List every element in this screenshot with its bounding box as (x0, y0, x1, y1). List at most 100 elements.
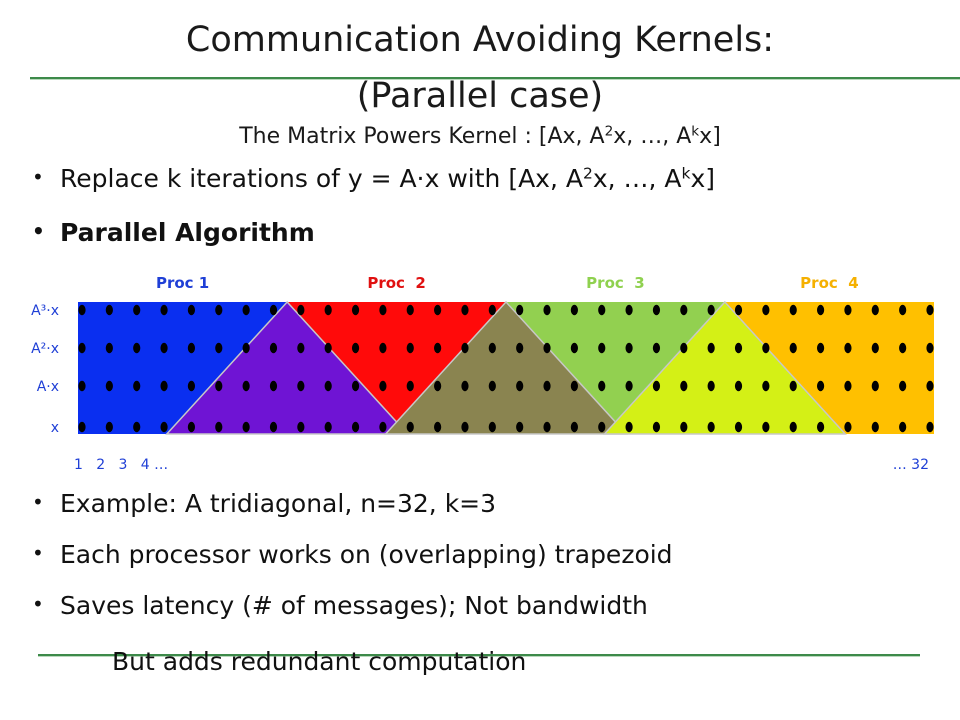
grid-dot (680, 304, 688, 316)
grid-dot (242, 421, 250, 433)
row-label-4: x (51, 420, 59, 436)
grid-dot (215, 342, 223, 354)
grid-dot (133, 304, 141, 316)
bullet-latency: • Saves latency (# of messages); Not band… (32, 591, 648, 620)
grid-dot (543, 342, 551, 354)
title-divider (30, 77, 960, 79)
proc-label-2: Proc 2 (367, 274, 425, 292)
slide-title-line1: Communication Avoiding Kernels: (185, 20, 775, 60)
grid-dot (324, 421, 332, 433)
grid-dot (215, 304, 223, 316)
bullet-text: Saves latency (# of messages); Not bandw… (60, 591, 648, 620)
grid-dot (707, 380, 715, 392)
overlap-triangle-1 (165, 300, 410, 435)
grid-dot (105, 342, 113, 354)
grid-dot (187, 380, 196, 392)
grid-dot (160, 304, 168, 316)
bullet-marker: • (32, 490, 44, 514)
grid-dot (680, 380, 688, 392)
grid-dot (543, 380, 551, 392)
grid-dot (625, 380, 633, 392)
grid-dot (762, 304, 770, 316)
grid-dot (379, 304, 387, 316)
grid-dot (707, 421, 715, 433)
grid-dot (105, 421, 113, 433)
grid-dot (133, 380, 141, 392)
subtitle-mid: x, …, A (613, 124, 692, 149)
bullet-trapezoid: •Each processor works on (overlapping) t… (32, 540, 673, 569)
bullet-text-pre: Replace k iterations of y = A (60, 164, 417, 193)
grid-dot (324, 304, 332, 316)
grid-dot (269, 380, 278, 392)
bullet-exp-2: 2 (582, 164, 593, 183)
bullet-text-mid: x, …, A (592, 164, 682, 193)
proc-label-1: Proc 1 (156, 274, 209, 292)
grid-dot (844, 304, 852, 316)
row-label-3: A·x (37, 379, 59, 395)
grid-dot (789, 421, 797, 433)
grid-dot (461, 380, 469, 392)
grid-dot (78, 380, 86, 392)
grid-dot (242, 380, 250, 392)
grid-dot (543, 421, 551, 433)
grid-dot (434, 304, 442, 316)
bullet-text: Example: A tridiagonal, n=32, k=3 (60, 489, 497, 518)
bullet-example: • Example: A tridiagonal, n=32, k=3 (32, 489, 496, 518)
grid-dot (406, 380, 414, 392)
subtitle-main: The Matrix Powers Kernel : [Ax, A (239, 124, 605, 149)
bullet-marker: • (32, 592, 44, 616)
grid-dot (187, 421, 196, 433)
grid-dot (598, 380, 606, 392)
grid-dot (516, 304, 524, 316)
grid-dot (379, 342, 387, 354)
axis-label-left: 1 2 3 4 … (74, 457, 168, 473)
grid-dot (871, 421, 879, 433)
grid-dot (187, 342, 196, 354)
grid-dot (570, 421, 578, 433)
grid-dot (78, 421, 86, 433)
grid-dot (598, 304, 606, 316)
bullet-text: Each processor works on (overlapping) tr… (60, 540, 673, 569)
slide-subtitle: The Matrix Powers Kernel : [Ax, A2x, …, … (0, 124, 960, 149)
grid-dot (625, 421, 633, 433)
grid-dot (543, 304, 551, 316)
grid-dot (351, 421, 360, 433)
grid-dot (133, 421, 141, 433)
grid-dot (269, 304, 278, 316)
grid-dot (434, 342, 442, 354)
grid-dot (215, 380, 223, 392)
grid-dot (269, 342, 278, 354)
grid-dot (926, 421, 934, 433)
grid-dot (351, 380, 360, 392)
bullet-parallel-algorithm: •Parallel Algorithm (32, 218, 315, 247)
grid-dot (734, 380, 743, 392)
bullet-text-end: x] (690, 164, 716, 193)
grid-dot (680, 342, 688, 354)
grid-dot (652, 304, 661, 316)
grid-dot (871, 304, 879, 316)
grid-dot (160, 421, 168, 433)
row-label-1: A³·x (31, 303, 59, 319)
grid-dot (406, 421, 414, 433)
grid-dot (652, 421, 661, 433)
grid-dot (707, 342, 715, 354)
grid-dot (406, 304, 414, 316)
grid-dot (625, 304, 633, 316)
grid-dot (297, 421, 305, 433)
grid-dot (105, 380, 113, 392)
row-label-2: A²·x (31, 341, 59, 357)
subtitle-exp-2: 2 (604, 123, 614, 140)
grid-dot (707, 304, 715, 316)
grid-dot (871, 342, 879, 354)
grid-dot (379, 380, 387, 392)
grid-dot (570, 342, 578, 354)
grid-dot (379, 421, 387, 433)
grid-dot (625, 342, 633, 354)
slide-title-line2: (Parallel case) (356, 76, 604, 116)
proc-label-4: Proc 4 (800, 274, 858, 292)
grid-dot (899, 380, 907, 392)
grid-dot (680, 421, 688, 433)
bullet-text-post: x with [Ax, A (424, 164, 583, 193)
grid-dot (926, 380, 934, 392)
